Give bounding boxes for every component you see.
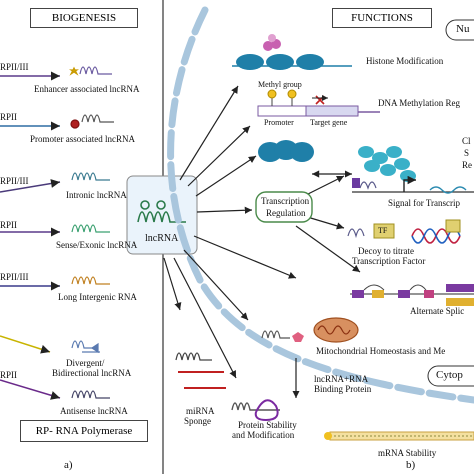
nucleus-label: Nu xyxy=(456,23,470,35)
label-dna-methylation: DNA Methylation Reg xyxy=(378,98,460,108)
pol-label-promoter: RPII xyxy=(0,112,18,122)
polymerase-arrows xyxy=(0,71,61,400)
intergenic-lncrna-glyph xyxy=(71,276,110,285)
label-chromatin-1: Cl xyxy=(462,136,471,146)
pol-label-antisense: RPII xyxy=(0,370,18,380)
divergent-lncrna-glyph xyxy=(71,340,100,354)
label-mirna-2: Sponge xyxy=(184,416,211,426)
label-divergent-1: Divergent/ xyxy=(66,358,105,368)
mitochondrion-glyph xyxy=(313,317,359,343)
alt-splicing-glyph xyxy=(350,284,474,306)
label-decoy-1: Decoy to titrate xyxy=(358,246,414,256)
pol-label-enhancer: RPII/III xyxy=(0,62,29,72)
label-promoter: Promoter xyxy=(264,118,294,127)
nucleus-label-box xyxy=(445,19,474,41)
chromatin-left-glyph xyxy=(258,140,314,162)
label-transcription-1: Transcription xyxy=(261,196,310,206)
protein-stability-glyph xyxy=(231,399,280,422)
panel-b-letter: b) xyxy=(406,459,416,471)
promoter-lncrna-glyph xyxy=(70,114,114,129)
chromatin-right-glyph xyxy=(358,146,416,182)
label-binding-1: lncRNA+RNA xyxy=(314,374,369,384)
rp-legend-box: RP- RNA Polymerase xyxy=(20,420,148,442)
mirna-sponge-glyph xyxy=(175,352,226,389)
label-binding-2: Binding Protein xyxy=(314,384,372,394)
label-alt-splicing: Alternate Splic xyxy=(410,306,465,316)
label-chromatin-3: Re xyxy=(462,160,472,170)
lncrna-center-glyph xyxy=(137,200,186,223)
label-intergenic-lncrna: Long Intergenic RNA xyxy=(58,292,137,302)
label-protein-1: Protein Stability xyxy=(238,420,297,430)
label-decoy-2: Transcription Factor xyxy=(352,256,426,266)
panel-a-letter: a) xyxy=(64,459,73,471)
label-chromatin-2: S xyxy=(464,148,470,158)
label-promoter-lncrna: Promoter associated lncRNA xyxy=(30,134,135,144)
enhancer-lncrna-glyph xyxy=(69,66,112,76)
label-signal-transcription: Signal for Transcrip xyxy=(388,198,460,208)
sense-lncrna-glyph xyxy=(71,224,110,233)
label-mrna-stability: mRNA Stability xyxy=(378,448,437,458)
label-methyl-group: Methyl group xyxy=(258,80,302,89)
label-transcription-2: Regulation xyxy=(266,208,306,218)
histone-nucleosome-glyph xyxy=(232,34,352,70)
pol-label-sense: RPII xyxy=(0,220,18,230)
label-mito-homeostasis: Mitochondrial Homeostasis and Me xyxy=(316,346,446,356)
lncrna-center-label: lncRNA xyxy=(145,233,179,244)
label-divergent-2: Bidirectional lncRNA xyxy=(52,368,132,378)
antisense-lncrna-glyph xyxy=(71,390,110,399)
label-mirna-1: miRNA xyxy=(186,406,215,416)
cytoplasm-label-box xyxy=(427,365,474,387)
mrna-stability-glyph xyxy=(324,431,474,441)
cytoplasm-label: Cytop xyxy=(436,369,463,381)
dna-methylation-glyph xyxy=(257,89,380,117)
label-antisense-lncrna: Antisense lncRNA xyxy=(60,406,128,416)
tf-decoy-glyph xyxy=(347,219,461,244)
functions-header: FUNCTIONS xyxy=(332,8,432,28)
label-target-gene: Target gene xyxy=(310,118,348,127)
label-enhancer-lncrna: Enhancer associated lncRNA xyxy=(34,84,140,94)
label-intronic-lncrna: Intronic lncRNA xyxy=(66,190,127,200)
label-tf: TF xyxy=(378,226,388,235)
pol-label-intronic: RPII/III xyxy=(0,176,29,186)
label-protein-2: and Modification xyxy=(232,430,295,440)
pol-label-intergenic: RPII/III xyxy=(0,272,29,282)
label-sense-lncrna: Sense/Exonic lncRNA xyxy=(56,240,138,250)
biogenesis-header: BIOGENESIS xyxy=(30,8,138,28)
nuclear-membrane xyxy=(167,6,474,404)
label-histone-modification: Histone Modification xyxy=(366,56,444,66)
mito-lncrna-glyph xyxy=(261,330,304,342)
transcription-regulation-box xyxy=(255,191,313,223)
intronic-lncrna-glyph xyxy=(71,172,110,181)
signal-transcription-glyph xyxy=(352,175,474,194)
